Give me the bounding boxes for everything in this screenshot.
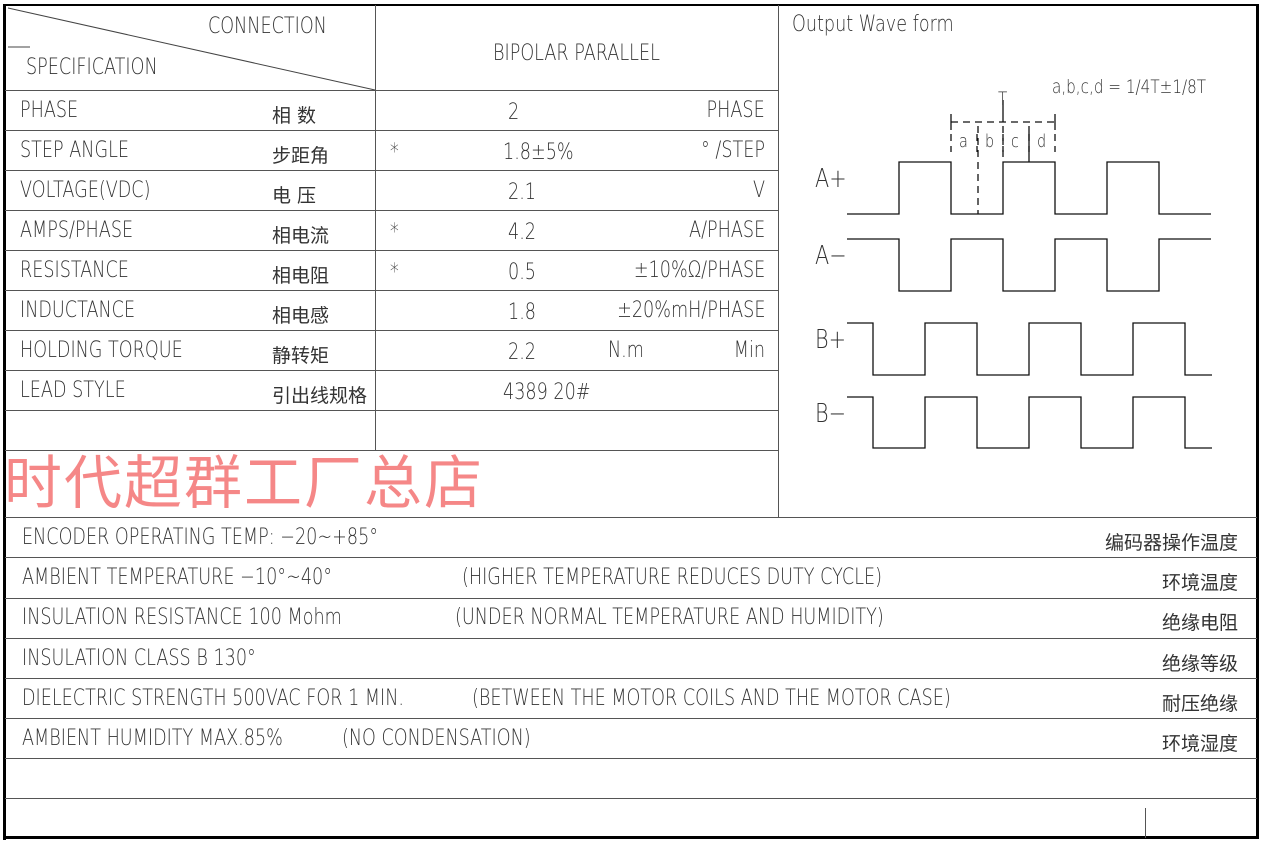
spec-value: 4.2 (508, 220, 536, 245)
spec-unit: PHASE (706, 98, 765, 123)
spec-unit: V (752, 178, 765, 203)
asterisk-mark: * (390, 220, 399, 245)
spec-value: 1.8 (508, 300, 536, 325)
spec-name-cn: 相 数 (272, 105, 317, 127)
segment-label: b (985, 131, 995, 152)
note-text: INSULATION RESISTANCE 100 Mohm (22, 605, 342, 631)
note-extra: (NO CONDENSATION) (342, 726, 531, 751)
signal-label: A− (815, 241, 847, 271)
note-text-cn: 耐压绝缘 (1161, 692, 1238, 715)
signal-label: B+ (815, 325, 847, 355)
note-text: AMBIENT HUMIDITY MAX.85% (22, 726, 283, 751)
note-text: INSULATION CLASS B 130° (22, 645, 256, 671)
spec-value: 2.1 (508, 180, 536, 205)
asterisk-mark: * (390, 140, 399, 165)
spec-value: 2 (508, 100, 520, 125)
row-divider (5, 330, 778, 331)
note-text: DIELECTRIC STRENGTH 500VAC FOR 1 MIN. (22, 685, 405, 711)
spec-name-cn: 相电流 (272, 225, 330, 247)
row-divider (5, 210, 778, 211)
spec-name: STEP ANGLE (20, 138, 130, 163)
spec-unit: ° /STEP (701, 138, 765, 163)
divider (1145, 808, 1146, 838)
row-divider (5, 798, 1257, 799)
row-divider (5, 718, 1257, 719)
note-text: ENCODER OPERATING TEMP: −20~+85° (22, 525, 379, 550)
note-text-cn: 编码器操作温度 (1104, 532, 1238, 554)
spec-name: VOLTAGE(VDC) (20, 178, 151, 203)
row-divider (5, 90, 778, 91)
spec-name: PHASE (20, 98, 79, 123)
note-text-cn: 绝缘等级 (1161, 652, 1238, 675)
spec-name: LEAD STYLE (20, 378, 126, 403)
row-divider (5, 170, 778, 171)
border-top (3, 4, 1259, 6)
spec-name: HOLDING TORQUE (20, 338, 183, 363)
spec-name-cn: 电 压 (272, 185, 317, 207)
segment-label: d (1037, 131, 1047, 152)
divider (778, 5, 779, 517)
border-right (1256, 4, 1259, 839)
note-text-cn: 环境温度 (1161, 572, 1238, 595)
spec-unit: ±20%mH/PHASE (616, 298, 765, 323)
row-divider (5, 370, 778, 371)
waveform-3 (847, 396, 1212, 449)
note-text-cn: 环境湿度 (1161, 733, 1238, 755)
signal-label: A+ (815, 164, 847, 194)
divider (375, 5, 376, 450)
period-label: T (998, 88, 1008, 110)
row-divider (5, 250, 778, 251)
row-divider (5, 130, 778, 131)
note-text-cn: 绝缘电阻 (1161, 612, 1238, 635)
wave-title: Output Wave form (792, 12, 954, 37)
note-extra: (UNDER NORMAL TEMPERATURE AND HUMIDITY) (455, 605, 884, 631)
spec-name-cn: 静转矩 (272, 345, 330, 367)
row-divider (5, 758, 1257, 759)
segment-label: c (1011, 131, 1019, 152)
row-divider (5, 290, 778, 291)
asterisk-mark: * (390, 260, 399, 285)
spec-value: 4389 20# (503, 380, 591, 405)
connection-header: CONNECTION (208, 14, 327, 39)
spec-unit: A/PHASE (688, 218, 765, 243)
spec-name-cn: 步距角 (272, 145, 330, 167)
waveform-2 (847, 322, 1212, 376)
spec-unit: Min (733, 338, 765, 363)
spec-name: AMPS/PHASE (20, 218, 134, 243)
border-left (3, 4, 6, 840)
spec-name: INDUCTANCE (20, 298, 136, 323)
waveform-0 (847, 161, 1211, 215)
note-text: AMBIENT TEMPERATURE −10°~40° (22, 565, 333, 591)
bipolar-parallel-header: BIPOLAR PARALLEL (493, 41, 660, 66)
row-divider (5, 410, 778, 411)
border-bottom (3, 836, 1259, 839)
spec-value: 0.5 (508, 260, 536, 285)
spec-name-cn: 相电感 (272, 305, 330, 327)
row-divider (5, 450, 778, 451)
spec-name: RESISTANCE (20, 258, 129, 283)
specification-header: SPECIFICATION (26, 55, 158, 80)
spec-unit: N.m (608, 338, 644, 363)
spec-name-cn: 相电阻 (272, 265, 330, 287)
spec-name-cn: 引出线规格 (272, 385, 368, 407)
wave-formula: a,b,c,d = 1/4T±1/8T (1052, 76, 1207, 98)
row-divider (5, 557, 1257, 558)
row-divider (5, 598, 1257, 599)
spec-unit: ±10%Ω/PHASE (633, 258, 765, 283)
row-divider (5, 517, 1257, 518)
signal-label: B− (815, 398, 847, 429)
header-diagonal (7, 7, 376, 91)
row-divider (5, 678, 1257, 679)
note-extra: (BETWEEN THE MOTOR COILS AND THE MOTOR C… (472, 685, 951, 711)
spec-value: 1.8±5% (503, 140, 574, 165)
waveform-diagram (847, 100, 1212, 449)
spec-value: 2.2 (508, 340, 536, 365)
row-divider (5, 638, 1257, 639)
segment-label: a (959, 131, 968, 152)
note-extra: (HIGHER TEMPERATURE REDUCES DUTY CYCLE) (462, 565, 883, 591)
waveform-1 (847, 238, 1211, 292)
